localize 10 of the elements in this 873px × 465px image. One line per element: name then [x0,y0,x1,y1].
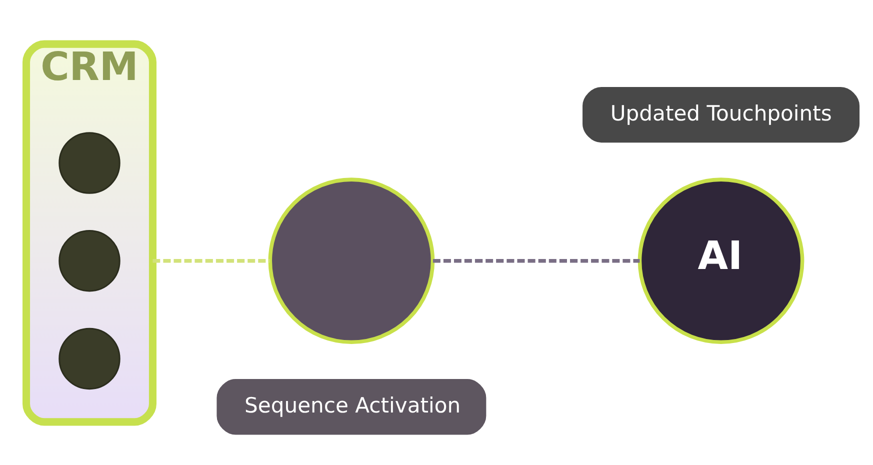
connector [432,258,640,262]
node-circle [268,177,435,344]
connector [152,258,270,262]
node-box: Updated Touchpoints [582,86,860,142]
cluster: CRM [22,40,156,426]
node-circle [58,229,120,292]
node-box: Sequence Activation [216,378,486,434]
node-circle [58,327,120,390]
node-circle [58,132,120,194]
node-circle: AI [638,177,804,344]
